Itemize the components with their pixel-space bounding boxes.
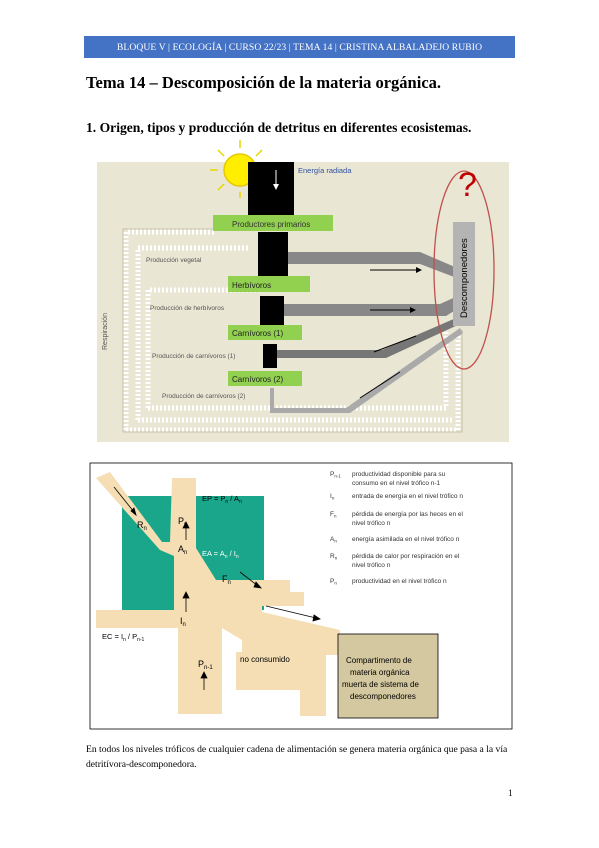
svg-text:Fn: Fn bbox=[330, 511, 337, 519]
production-label-herbivores: Producción de herbívoros bbox=[150, 305, 225, 312]
compartment-line-1: Compartimento de bbox=[346, 656, 412, 665]
svg-text:An: An bbox=[330, 536, 337, 544]
formula-ep: EP = Pn / An bbox=[202, 494, 242, 505]
level-bar-herbivores bbox=[228, 276, 310, 292]
svg-text:consumo en el nivel trófico n-: consumo en el nivel trófico n-1 bbox=[352, 480, 441, 487]
decomposers-box bbox=[453, 222, 475, 326]
dead-matter-compartment bbox=[337, 633, 439, 719]
production-label-carnivores-1: Producción de carnívoros (1) bbox=[152, 353, 235, 360]
level-bar-carnivores-1 bbox=[228, 325, 302, 340]
svg-text:productividad en el nivel tróf: productividad en el nivel trófico n bbox=[352, 578, 447, 585]
level-bar-carnivores-2 bbox=[228, 371, 302, 386]
svg-text:Pn-1: Pn-1 bbox=[330, 471, 341, 479]
compartment-line-2: materia orgánica bbox=[350, 668, 410, 677]
level-label-herbivores: Herbívoros bbox=[232, 281, 271, 290]
header-text: BLOQUE V | ECOLOGÍA | CURSO 22/23 | TEMA… bbox=[116, 41, 483, 53]
decomposers-ellipse bbox=[433, 170, 495, 370]
body-paragraph: En todos los niveles tróficos de cualqui… bbox=[86, 744, 508, 770]
svg-text:pérdida de calor por respiraci: pérdida de calor por respiración en el bbox=[352, 553, 460, 560]
section-heading: 1. Origen, tipos y producción de detritu… bbox=[86, 120, 472, 135]
page-title: Tema 14 – Descomposición de la materia o… bbox=[86, 73, 442, 92]
label-P-top: Pn bbox=[178, 516, 187, 528]
label-A: An bbox=[178, 544, 187, 556]
no-consumido-label: no consumido bbox=[240, 655, 290, 664]
svg-text:Pn: Pn bbox=[330, 578, 337, 586]
question-mark: ? bbox=[458, 166, 477, 204]
svg-text:nivel trófico n: nivel trófico n bbox=[352, 562, 391, 569]
compartment-line-3: muerta de sistema de bbox=[342, 680, 419, 689]
label-R: Rn bbox=[137, 520, 147, 532]
label-P-bottom: Pn-1 bbox=[198, 659, 213, 671]
energy-column bbox=[248, 162, 294, 216]
production-label-carnivores-2: Producción de carnívoros (2) bbox=[162, 393, 245, 400]
level-bar-producers bbox=[213, 215, 333, 231]
svg-text:nivel trófico n: nivel trófico n bbox=[352, 520, 391, 527]
production-label-vegetal: Producción vegetal bbox=[146, 257, 202, 264]
svg-text:Rn: Rn bbox=[330, 553, 338, 561]
svg-text:entrada de energía en el nivel: entrada de energía en el nivel trófico n bbox=[352, 493, 463, 500]
respiration-label: Respiración bbox=[102, 313, 109, 350]
formula-ec: EC = In / Pn-1 bbox=[102, 632, 145, 643]
level-label-carnivores-2: Carnívoros (2) bbox=[232, 375, 283, 384]
energy-label: Energía radiada bbox=[298, 166, 352, 175]
formula-ea: EA = An / In bbox=[202, 549, 239, 560]
svg-text:pérdida de energía por las hec: pérdida de energía por las heces en el bbox=[352, 511, 463, 518]
page-number: 1 bbox=[508, 789, 513, 799]
label-F: Fn bbox=[222, 574, 231, 586]
header-bar: BLOQUE V | ECOLOGÍA | CURSO 22/23 | TEMA… bbox=[84, 36, 515, 58]
svg-text:productividad disponible para: productividad disponible para su bbox=[352, 471, 446, 478]
svg-text:energía asimilada en el nivel: energía asimilada en el nivel trófico n bbox=[352, 536, 460, 543]
level-label-carnivores-1: Carnívoros (1) bbox=[232, 329, 283, 338]
svg-text:In: In bbox=[330, 493, 335, 501]
variable-legend: Pn-1 productividad disponible para su co… bbox=[330, 471, 463, 586]
compartment-line-4: descomponedores bbox=[350, 692, 416, 701]
label-I: In bbox=[180, 616, 186, 628]
respiration-dotted-lines bbox=[123, 229, 461, 433]
level-label-producers: Productores primarios bbox=[232, 220, 310, 229]
decomposers-label: Descomponedores bbox=[459, 238, 470, 318]
